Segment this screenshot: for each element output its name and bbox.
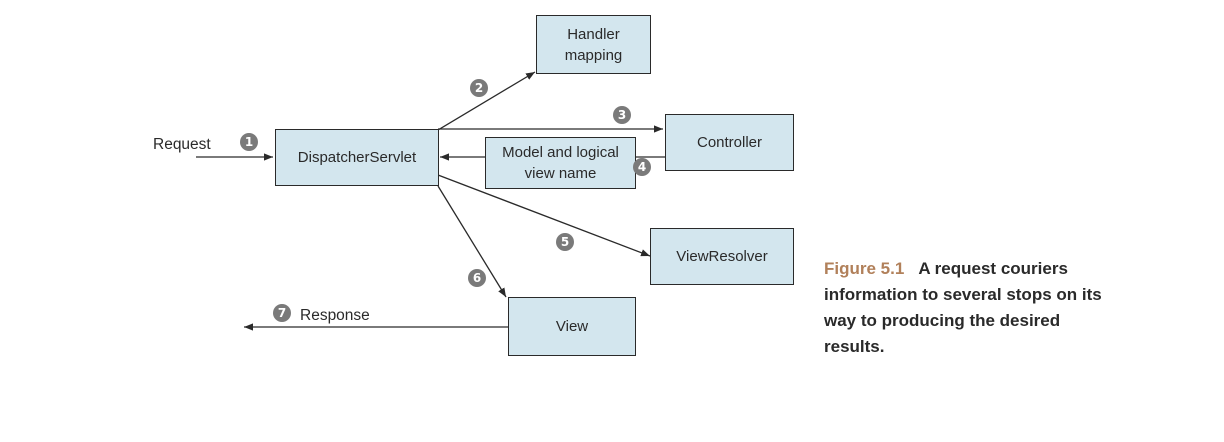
figure-number: Figure 5.1 (824, 259, 905, 278)
caption-text: A request couriers information to severa… (824, 259, 1102, 356)
step-4-badge: 4 (633, 158, 651, 176)
step-6-badge: 6 (468, 269, 486, 287)
step-3-badge: 3 (613, 106, 631, 124)
step-1-badge: 1 (240, 133, 258, 151)
request-label: Request (153, 136, 211, 153)
controller-box: Controller (665, 114, 794, 171)
step-7-badge: 7 (273, 304, 291, 322)
step-2-badge: 2 (470, 79, 488, 97)
step-5-badge: 5 (556, 233, 574, 251)
arrow-to-viewresolver (437, 174, 651, 257)
view-box: View (508, 297, 636, 356)
arrow-to-handler-mapping (437, 71, 536, 131)
model-and-view-name-box: Model and logical view name (485, 137, 636, 189)
arrow-to-view (437, 185, 507, 298)
dispatcher-servlet-box: DispatcherServlet (275, 129, 439, 186)
handler-mapping-box: Handler mapping (536, 15, 651, 74)
viewresolver-box: ViewResolver (650, 228, 794, 285)
response-label: Response (300, 307, 370, 324)
